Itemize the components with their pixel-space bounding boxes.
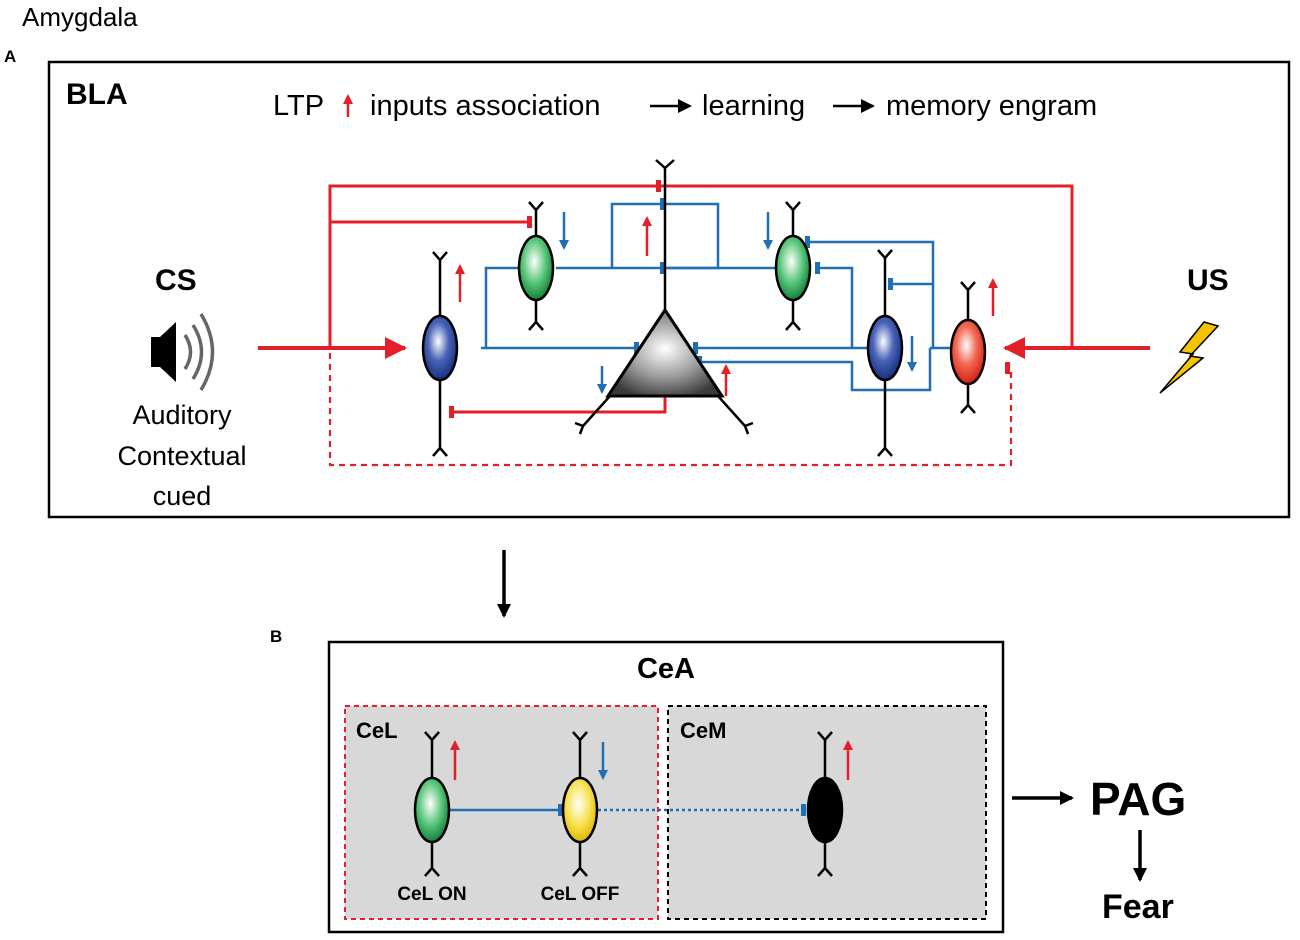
cea-label: CeA: [637, 653, 695, 685]
bla-green-interneuron-left: [517, 234, 555, 302]
cem-label: CeM: [680, 718, 726, 743]
cs-cued-text: cued: [153, 481, 212, 511]
red-pathways: [258, 184, 1150, 467]
bla-green-interneuron-right: [774, 234, 812, 302]
cs-contextual-text: Contextual: [117, 441, 246, 471]
lightning-bolt-icon: [1159, 321, 1220, 394]
panel-b-label: B: [270, 627, 282, 646]
bla-panel-box: [47, 60, 1291, 519]
us-label: US: [1187, 264, 1229, 297]
cel-on-label: CeL ON: [397, 884, 466, 905]
learning-text: learning: [702, 90, 805, 122]
figure-title: Amygdala: [22, 2, 138, 32]
bla-red-neuron: [949, 318, 987, 386]
panel-a-label: A: [4, 47, 16, 66]
blue-synapses: [528, 198, 893, 368]
pag-label: PAG: [1090, 773, 1186, 825]
cs-label: CS: [155, 264, 197, 297]
cea-panel-box: [327, 640, 1005, 934]
bla-pyramidal-neuron: [605, 307, 725, 398]
neuron-processes: [432, 159, 976, 457]
cem-output-neuron: [806, 776, 844, 844]
ltp-text: LTP: [273, 90, 324, 122]
blue-pathways: [481, 202, 950, 392]
activity-arrows: [455, 212, 998, 396]
bla-interneuron-right: [866, 314, 904, 382]
cel-region: [344, 705, 659, 920]
bla-interneuron-left: [421, 314, 459, 382]
cs-auditory-text: Auditory: [132, 400, 232, 430]
inputs-association-text: inputs association: [370, 90, 601, 122]
red-synapses: [449, 180, 1010, 418]
cel-on-neuron: [413, 776, 451, 844]
cel-label: CeL: [356, 718, 398, 743]
bla-label: BLA: [66, 78, 128, 111]
memory-engram-text: memory engram: [886, 90, 1097, 122]
cel-off-label: CeL OFF: [541, 884, 620, 905]
cel-off-neuron: [561, 776, 599, 844]
speaker-icon: [151, 313, 215, 391]
fear-label: Fear: [1102, 888, 1174, 926]
